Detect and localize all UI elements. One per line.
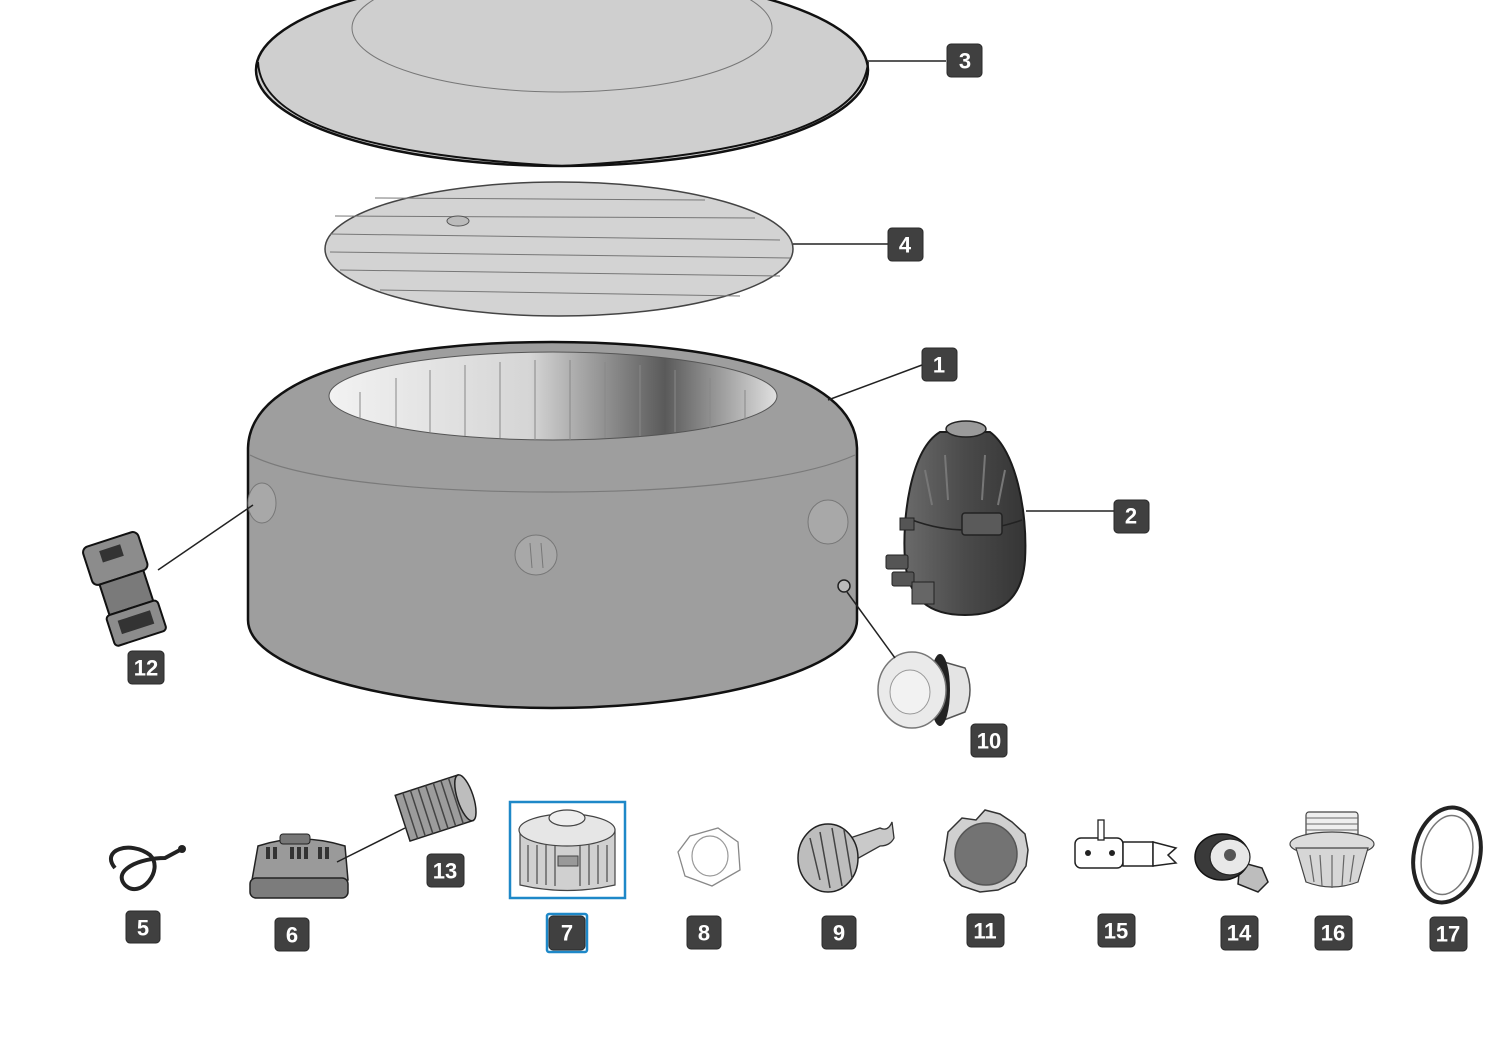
- inflation-valve-part[interactable]: [877, 651, 971, 729]
- badge-5: 5: [125, 910, 161, 944]
- badge-13: 13: [426, 853, 465, 888]
- svg-text:17: 17: [1436, 922, 1460, 947]
- svg-text:8: 8: [698, 921, 710, 946]
- svg-text:9: 9: [833, 921, 845, 946]
- svg-text:12: 12: [134, 656, 158, 681]
- badge-8: 8: [686, 915, 722, 950]
- badge-11: 11: [966, 913, 1005, 948]
- badge-1: 1: [921, 347, 958, 382]
- drain-adapter-part[interactable]: [1194, 833, 1269, 893]
- badge-9: 9: [821, 915, 857, 950]
- valve-tool-part[interactable]: [1074, 819, 1178, 869]
- strainer-connector-part[interactable]: [677, 827, 741, 887]
- spa-liner-part[interactable]: [246, 340, 859, 710]
- svg-text:10: 10: [977, 729, 1001, 754]
- hose-part[interactable]: [109, 845, 186, 892]
- badge-10: 10: [970, 723, 1008, 758]
- svg-text:16: 16: [1321, 921, 1345, 946]
- badge-16: 16: [1314, 915, 1353, 951]
- badge-12: 12: [127, 650, 165, 685]
- badge-15: 15: [1097, 913, 1136, 948]
- drain-plug-part[interactable]: [797, 821, 895, 893]
- badge-17: 17: [1429, 916, 1468, 952]
- strainer-part[interactable]: [1289, 811, 1375, 888]
- svg-text:3: 3: [959, 49, 971, 74]
- badge-4: 4: [887, 227, 924, 262]
- filter-housing-part[interactable]: [249, 833, 349, 899]
- svg-text:6: 6: [286, 923, 298, 948]
- svg-text:15: 15: [1104, 919, 1128, 944]
- badge-6: 6: [274, 917, 310, 952]
- svg-text:2: 2: [1125, 504, 1137, 529]
- pump-part[interactable]: [885, 420, 1027, 617]
- lid-part[interactable]: [254, 0, 870, 168]
- svg-text:14: 14: [1227, 921, 1252, 946]
- badge-3: 3: [946, 43, 983, 78]
- floating-dispenser-part[interactable]: [508, 800, 627, 900]
- svg-text:4: 4: [899, 233, 912, 258]
- svg-text:5: 5: [137, 916, 149, 941]
- badge-14: 14: [1220, 915, 1259, 951]
- inner-cover-part[interactable]: [324, 181, 794, 317]
- valve-cap-part[interactable]: [943, 809, 1029, 893]
- o-ring-part[interactable]: [1405, 801, 1490, 909]
- svg-text:13: 13: [433, 859, 457, 884]
- badge-7[interactable]: 7: [545, 912, 589, 954]
- buckle-part[interactable]: [81, 531, 168, 648]
- svg-text:7: 7: [561, 921, 573, 946]
- badge-2: 2: [1113, 499, 1150, 534]
- svg-text:11: 11: [973, 919, 996, 944]
- svg-text:1: 1: [933, 353, 945, 378]
- filter-cartridge-part[interactable]: [394, 773, 480, 842]
